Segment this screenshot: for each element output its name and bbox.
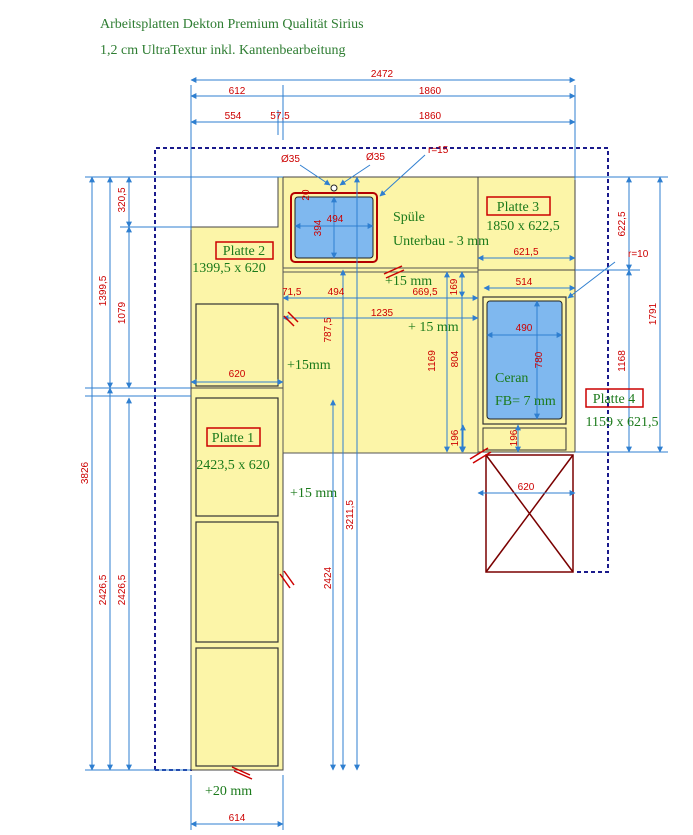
label-fb: FB= 7 mm	[495, 394, 556, 409]
cooktop-ceran	[486, 300, 563, 420]
dim-490: 490	[516, 323, 533, 334]
dim-1860-b: 1860	[419, 111, 442, 122]
cooktop-lower-panel	[482, 427, 567, 451]
tap-hole-icon	[330, 184, 338, 192]
dim-sink-height: 394	[313, 219, 324, 236]
dim-612: 612	[229, 86, 246, 97]
dimension-lines	[85, 77, 668, 830]
dim-320-5: 320,5	[117, 187, 128, 212]
dim-494: 494	[328, 287, 345, 298]
dim-1168: 1168	[617, 350, 628, 372]
platte-4-label: Platte 4	[593, 392, 635, 407]
dim-2426-5-b: 2426,5	[117, 574, 128, 605]
dim-614: 614	[229, 813, 246, 824]
platte-1-size: 2423,5 x 620	[196, 458, 270, 473]
platte-3-size: 1850 x 622,5	[486, 219, 560, 234]
dim-554: 554	[225, 111, 242, 122]
dim-1791: 1791	[648, 302, 659, 325]
cooktop-frame	[482, 296, 567, 425]
dim-2424: 2424	[323, 566, 334, 589]
dim-780: 780	[534, 351, 545, 368]
door-3	[195, 521, 279, 643]
dim-2472: 2472	[371, 69, 394, 80]
note-plus15-long: +15 mm	[290, 486, 337, 501]
dim-620-a: 620	[229, 369, 246, 380]
dim-196-b: 196	[509, 429, 520, 446]
door-4	[195, 647, 279, 767]
dim-621-5: 621,5	[513, 247, 538, 258]
label-r10: r=10	[628, 249, 649, 260]
dim-169: 169	[449, 278, 460, 295]
label-phi35-b: Ø35	[366, 152, 385, 163]
dim-71-5: 71,5	[282, 287, 302, 298]
platte-4-size: 1159 x 621,5	[586, 415, 659, 430]
room-outline-dashed	[154, 147, 609, 770]
platte-2-size: 1399,5 x 620	[192, 261, 266, 276]
appliance-cabinet-x	[485, 454, 574, 573]
door-2	[195, 397, 279, 517]
dim-3211-5: 3211,5	[345, 500, 356, 530]
label-unterbau: Unterbau - 3 mm	[393, 234, 489, 249]
dim-669-5: 669,5	[412, 287, 437, 298]
platte-1-box	[206, 427, 261, 447]
platte-2-label: Platte 2	[223, 244, 265, 259]
dim-3826: 3826	[80, 461, 91, 484]
label-phi35-a: Ø35	[281, 154, 300, 165]
cabinet-doors	[195, 303, 279, 767]
label-spuele: Spüle	[393, 210, 425, 225]
drawing-title: Arbeitsplatten Dekton Premium Qualität S…	[100, 17, 364, 32]
label-r15: r=15	[428, 145, 449, 156]
note-plus15-left: +15mm	[287, 358, 331, 373]
label-ceran: Ceran	[495, 371, 528, 386]
platte-3-label: Platte 3	[497, 200, 539, 215]
note-plus15-top: +15 mm	[385, 274, 432, 289]
drawing-subtitle: 1,2 cm UltraTextur inkl. Kantenbearbeitu…	[100, 43, 346, 58]
note-plus15-mid: + 15 mm	[408, 320, 459, 335]
dim-1235: 1235	[371, 308, 394, 319]
dim-514: 514	[516, 277, 533, 288]
dim-1169: 1169	[427, 350, 438, 372]
dim-sink-side: 20	[301, 189, 312, 201]
dim-1860-a: 1860	[419, 86, 442, 97]
dim-804: 804	[450, 350, 461, 367]
dim-sink-width: 494	[327, 214, 344, 225]
seam-marks	[231, 265, 492, 780]
platte-4-box	[585, 388, 644, 408]
dim-2426-5-a: 2426,5	[98, 574, 109, 605]
panel-platte-2	[190, 176, 284, 389]
dim-787-5: 787,5	[323, 317, 334, 342]
door-1	[195, 303, 279, 387]
dim-622-5: 622,5	[617, 211, 628, 236]
platte-2-box	[215, 241, 274, 260]
sink-cutout-outer	[290, 192, 378, 263]
dim-1399-5: 1399,5	[98, 275, 109, 306]
platte-3-box	[486, 196, 551, 216]
dim-1079: 1079	[117, 301, 128, 324]
note-plus20: +20 mm	[205, 784, 252, 799]
dim-620-b: 620	[518, 482, 535, 493]
dim-196-a: 196	[450, 429, 461, 446]
dim-57-5: 57,5	[270, 111, 290, 122]
platte-1-label: Platte 1	[212, 431, 254, 446]
